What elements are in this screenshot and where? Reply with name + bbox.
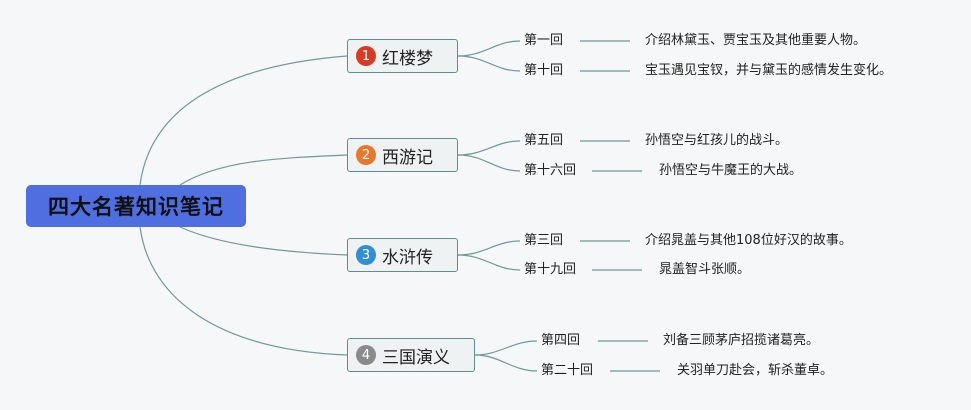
root-title: 四大名著知识笔记 xyxy=(48,195,224,219)
branch-node-xiyouji[interactable]: 2 西游记 xyxy=(347,138,458,172)
branch-title: 三国演义 xyxy=(382,347,450,368)
chapter-label[interactable]: 第二十回 xyxy=(541,363,594,378)
branch-1-to-chapter-1-line xyxy=(457,40,521,57)
chapter-label[interactable]: 第一回 xyxy=(524,33,564,48)
number-badge-2: 2 xyxy=(356,145,376,165)
chapter-description[interactable]: 宝玉遇见宝钗，并与黛玉的感情发生变化。 xyxy=(645,63,893,78)
root-node[interactable]: 四大名著知识笔记 xyxy=(26,185,246,227)
branch-title: 红楼梦 xyxy=(382,48,433,69)
root-to-branch-4-line xyxy=(139,226,348,356)
root-to-branch-2-line xyxy=(179,154,348,186)
chapter-description[interactable]: 关羽单刀赴会，斩杀董卓。 xyxy=(677,363,834,378)
chapter-label[interactable]: 第五回 xyxy=(524,133,564,148)
chapter-description[interactable]: 孙悟空与牛魔王的大战。 xyxy=(659,163,803,178)
chapter-description[interactable]: 介绍林黛玉、贾宝玉及其他重要人物。 xyxy=(645,33,867,48)
chapter-description[interactable]: 刘备三顾茅庐招揽诸葛亮。 xyxy=(663,333,820,348)
number-badge-4: 4 xyxy=(356,345,376,365)
branch-title: 水浒传 xyxy=(382,247,433,268)
chapter-description[interactable]: 介绍晁盖与其他108位好汉的故事。 xyxy=(645,233,852,248)
root-to-branch-1-line xyxy=(139,55,348,186)
branch-4-to-chapter-2-line xyxy=(474,354,538,372)
chapter-label[interactable]: 第四回 xyxy=(541,333,581,348)
branch-3-to-chapter-2-line xyxy=(457,254,521,271)
chapter-description[interactable]: 晁盖智斗张顺。 xyxy=(659,262,751,277)
chapter-description[interactable]: 孙悟空与红孩儿的战斗。 xyxy=(645,133,789,148)
chapter-label[interactable]: 第三回 xyxy=(524,233,564,248)
branch-1-to-chapter-2-line xyxy=(457,55,521,72)
branch-node-sanguoyanyi[interactable]: 4 三国演义 xyxy=(347,338,475,372)
number-badge-3: 3 xyxy=(356,245,376,265)
branch-2-to-chapter-2-line xyxy=(457,154,521,172)
root-to-branch-3-line xyxy=(179,226,348,256)
branch-3-to-chapter-1-line xyxy=(457,240,521,256)
branch-2-to-chapter-1-line xyxy=(457,140,521,156)
chapter-label[interactable]: 第十九回 xyxy=(524,262,577,277)
branch-node-hongloumeng[interactable]: 1 红楼梦 xyxy=(347,39,458,73)
chapter-label[interactable]: 第十六回 xyxy=(524,163,577,178)
branch-title: 西游记 xyxy=(382,147,433,168)
chapter-label[interactable]: 第十回 xyxy=(524,63,564,78)
branch-node-shuihuzhuan[interactable]: 3 水浒传 xyxy=(347,238,458,272)
branch-4-to-chapter-1-line xyxy=(474,340,538,356)
number-badge-1: 1 xyxy=(356,46,376,66)
